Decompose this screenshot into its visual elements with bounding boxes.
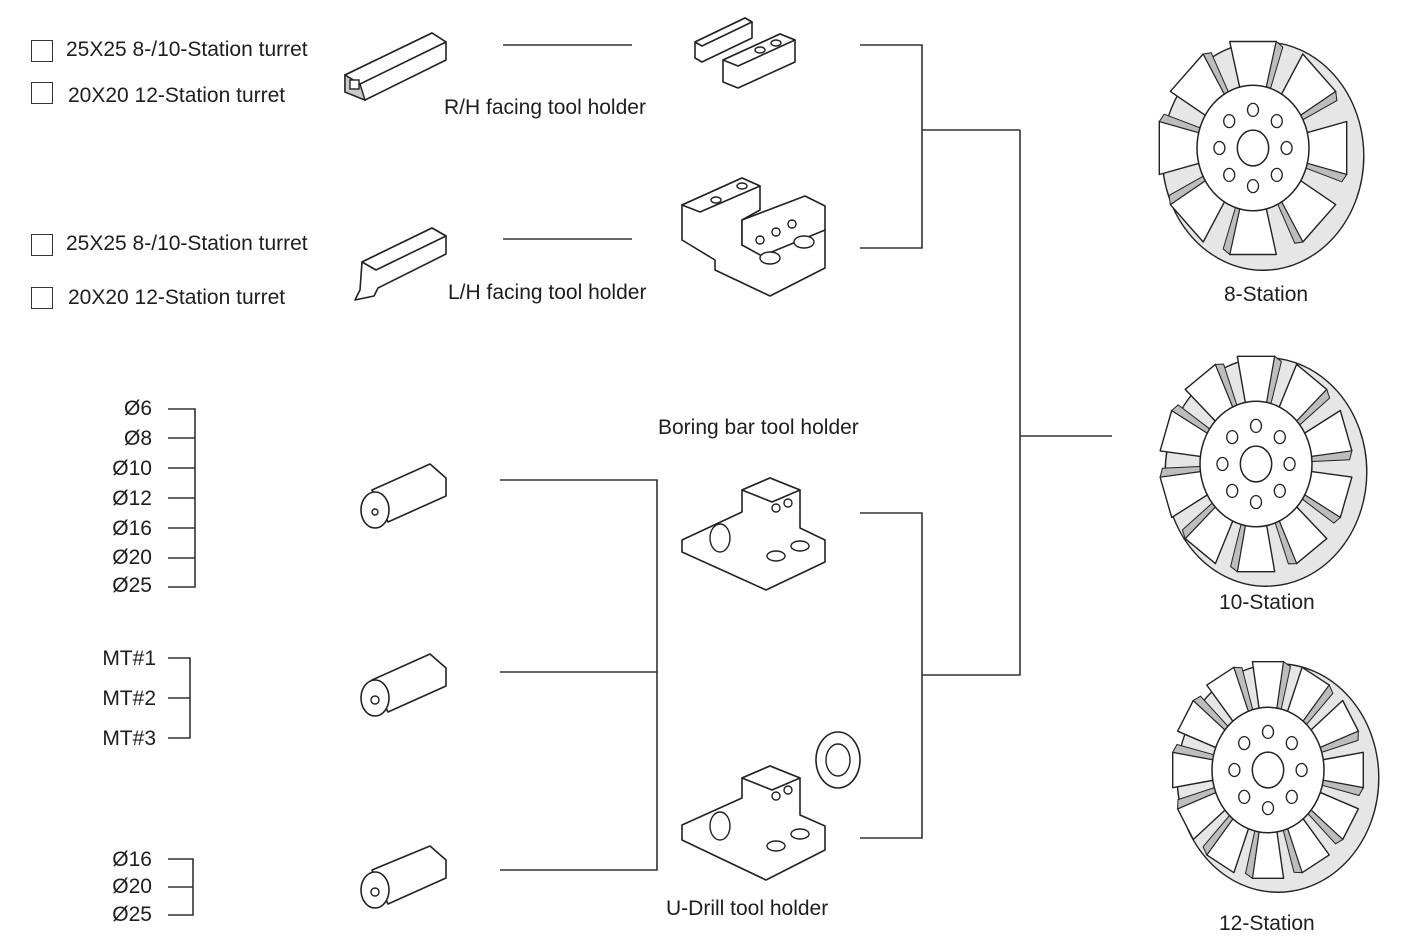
rh-option-2-checkbox[interactable] [31,82,53,104]
size-c-2: Ø20 [112,875,152,898]
turret-8-station-label: 8-Station [1224,283,1309,306]
sleeve-bracket [500,479,658,871]
lh-turning-tool-illustration [354,227,447,301]
boring-sleeve-illustration [360,463,447,529]
turret-bolt-hole [1270,113,1283,129]
lh-option-1-checkbox[interactable] [31,234,53,256]
size-bracket-c [168,858,194,916]
turret-bolt-hole [1223,113,1236,129]
size-a-3: Ø10 [112,457,152,480]
rh-option-2-label: 20X20 12-Station turret [68,84,286,107]
turret-bolt-hole [1249,494,1263,510]
turret-bolt-hole [1238,789,1251,805]
rh-holder-illustration [694,17,796,89]
size-a-2: Ø8 [123,427,152,450]
rh-turning-tool-illustration [344,32,447,102]
turret-bolt-hole [1249,418,1263,434]
size-a-1: Ø6 [123,397,152,420]
size-a-7: Ø25 [112,574,152,597]
turret-center-bore [1236,129,1270,167]
turret-12-station-label: 12-Station [1219,912,1315,935]
rh-lh-bracket [860,44,923,249]
lh-option-1-label: 25X25 8-/10-Station turret [66,232,308,255]
lh-holder-label: L/H facing tool holder [448,281,647,304]
turret-bolt-hole [1273,483,1286,499]
turret-bolt-hole [1226,429,1239,445]
size-c-1: Ø16 [112,848,152,871]
size-b-1: MT#1 [102,647,156,670]
size-a-4: Ø12 [112,487,152,510]
boring-holder-label: Boring bar tool holder [658,416,859,439]
turret-bolt-hole [1216,456,1229,472]
turret-bolt-hole [1273,429,1286,445]
turret-bolt-hole [1261,724,1275,740]
turret-bolt-hole [1238,735,1251,751]
turret-bolt-hole [1246,102,1260,118]
size-c-3: Ø25 [112,903,152,926]
turret-bolt-hole [1223,167,1236,183]
turret-bolt-hole [1280,140,1293,156]
turret-bolt-hole [1228,762,1241,778]
turret-bolt-hole [1226,483,1239,499]
turret-center-bore [1251,751,1285,789]
mt-sleeve-illustration [360,653,447,717]
turret-bolt-hole [1285,735,1298,751]
size-a-6: Ø20 [112,546,152,569]
boring-holder-illustration [681,477,826,591]
turret-8-station-illustration [1158,40,1365,271]
rh-option-1-checkbox[interactable] [31,40,53,62]
turret-bolt-hole [1270,167,1283,183]
size-a-5: Ø16 [112,517,152,540]
rh-option-1-label: 25X25 8-/10-Station turret [66,38,308,61]
size-b-2: MT#2 [102,687,156,710]
turret-bolt-hole [1261,800,1275,816]
rh-holder-label: R/H facing tool holder [444,96,646,119]
lh-option-2-label: 20X20 12-Station turret [68,286,286,309]
udrill-holder-label: U-Drill tool holder [666,897,829,920]
lh-option-2-checkbox[interactable] [31,287,53,309]
size-bracket-a [168,408,196,588]
size-bracket-b [168,657,191,739]
turret-bolt-hole [1246,178,1260,194]
turret-10-station-illustration [1159,355,1368,587]
turret-bolt-hole [1283,456,1296,472]
udrill-holder-illustration [681,765,826,881]
turret-bolt-hole [1285,789,1298,805]
turret-12-station-illustration [1171,660,1380,893]
holder-bracket [860,512,923,839]
lh-holder-illustration [681,177,826,297]
size-b-3: MT#3 [102,727,156,750]
turret-center-bore [1239,445,1273,483]
turret-bolt-hole [1295,762,1308,778]
turret-bolt-hole [1213,140,1226,156]
udrill-ring-illustration [815,731,861,789]
turret-10-station-label: 10-Station [1219,591,1315,614]
main-trunk [922,130,1021,676]
udrill-sleeve-illustration [360,845,447,909]
